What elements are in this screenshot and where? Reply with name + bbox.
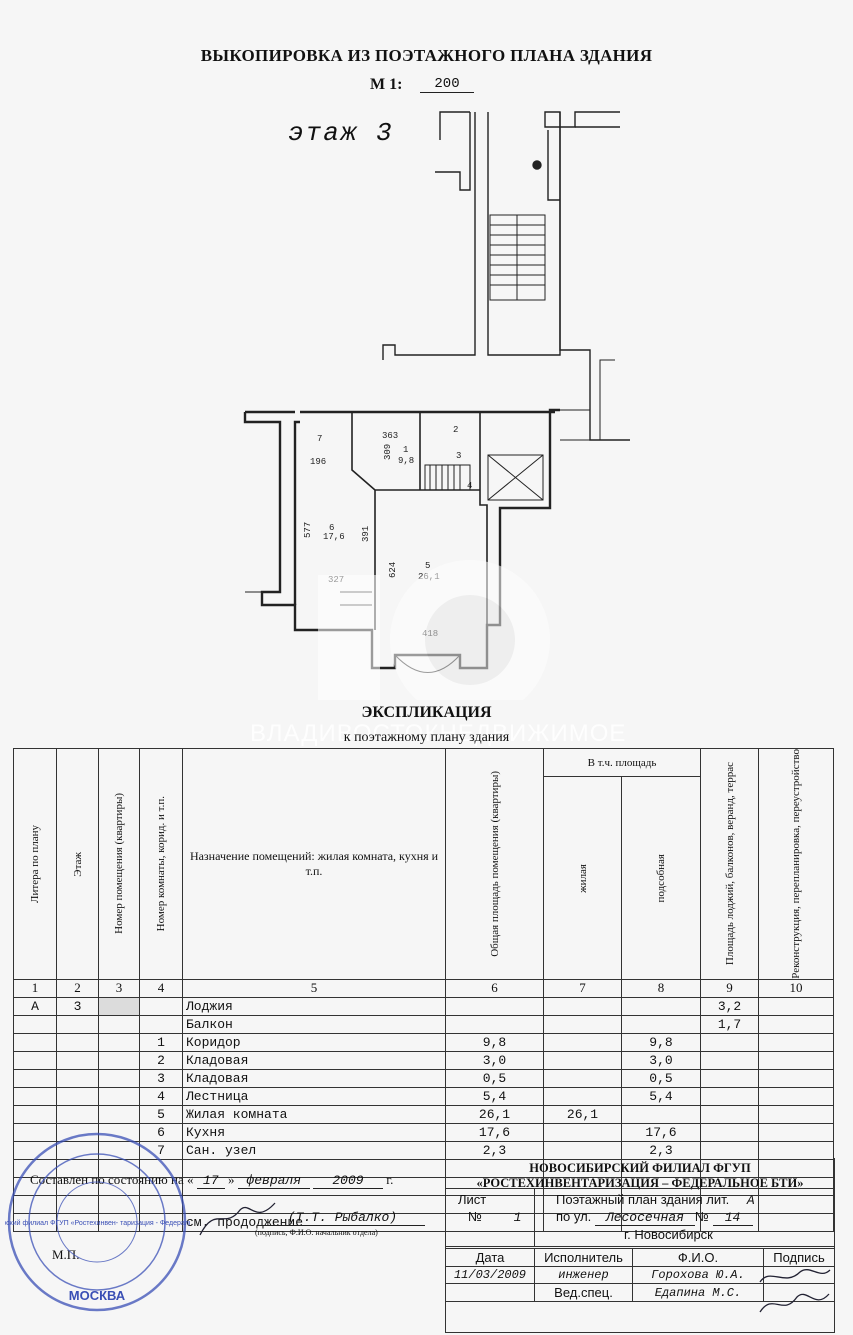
executors-table: Дата Исполнитель Ф.И.О. Подпись 11/03/20… [446,1248,834,1302]
header-litera: Литера по плану [29,824,41,903]
seal-inner-text: Новосибирский филиал ФГУП «Ростехинвен- … [5,1219,190,1227]
ventilation-shaft [487,454,544,501]
header-v-tch: В т.ч. площадь [542,747,702,778]
signatures-executors [759,1269,831,1313]
watermark-text: ВЛАДИВОСТОКНЕДВИЖИМОЕ [250,720,627,747]
plan-label: 9,8 [398,456,414,466]
scale-label: М 1: [370,76,403,93]
plan-label: 309 [383,444,393,460]
composed-date-line: Составлен по состоянию на « 17 » февраля… [30,1172,394,1189]
scale-value: 200 [420,76,474,93]
plan-label: 363 [382,431,398,441]
explication-title: ЭКСПЛИКАЦИЯ [361,704,492,721]
head-caption: (подпись, Ф.И.О. начальник отдела) [255,1228,378,1237]
table-row: см. прододжение [13,1212,835,1232]
plan-label: 391 [361,526,371,542]
plan-label: 5 [425,561,430,571]
table-row [13,1158,835,1178]
stairs-apartment [424,464,471,491]
mp-label: М.П. [52,1247,80,1262]
table-row [13,1194,835,1214]
header-etazh: Этаж [71,851,84,877]
plan-label: 3 [456,451,461,461]
plan-label: 196 [310,457,326,467]
header-obsh: Общая площадь помещения (квартиры) [488,770,501,957]
document-title: ВЫКОПИРОВКА ИЗ ПОЭТАЖНОГО ПЛАНА ЗДАНИЯ [200,46,653,65]
explication-subtitle: к поэтажному плану здания [343,730,510,745]
signature-head [199,1202,276,1236]
header-rekon: Реконструкция, перепланировка, переустро… [790,749,803,979]
explication-table: Литера по плану Этаж Номер помещения (кв… [13,747,835,1232]
header-nomer-komn: Номер комнаты, корид. и т.п. [155,796,167,932]
plan-label: 7 [317,434,322,444]
title-block: НОВОСИБИРСКИЙ ФИЛИАЛ ФГУП «РОСТЕХИНВЕНТА… [445,1158,835,1333]
plan-label: 4 [467,481,472,491]
header-zhil: жилая [576,863,589,893]
floor-label: этаж 3 [288,118,394,148]
plan-label: 577 [303,522,313,538]
plan-label: 6 [329,523,334,533]
header-lodzh: Площадь лоджий, балконов, веранд, террас [723,762,736,966]
plan-label: 17,6 [323,532,345,542]
header-podsob: подсобная [655,853,667,903]
floor-plan: 363 309 1 9,8 196 7 2 3 4 577 6 17,6 391… [243,111,630,700]
plan-label: 2 [453,425,458,435]
header-naznach: Назначение помещений: жилая комната, кух… [189,848,439,878]
svg-text:МОСКВА: МОСКВА [69,1288,126,1303]
riser-icon [532,160,542,170]
plan-label: 1 [403,445,408,455]
table-row [13,1176,835,1196]
round-seal: МОСКВА Новосибирский филиал ФГУП «Ростех… [5,1132,190,1312]
header-nomer-pom: Номер помещения (квартиры) [113,793,125,935]
head-name: (Т.Т. Рыбалко) [260,1210,425,1226]
watermark-logo [318,560,550,700]
stairs-upper [489,214,546,301]
plan-label: 624 [388,562,398,578]
